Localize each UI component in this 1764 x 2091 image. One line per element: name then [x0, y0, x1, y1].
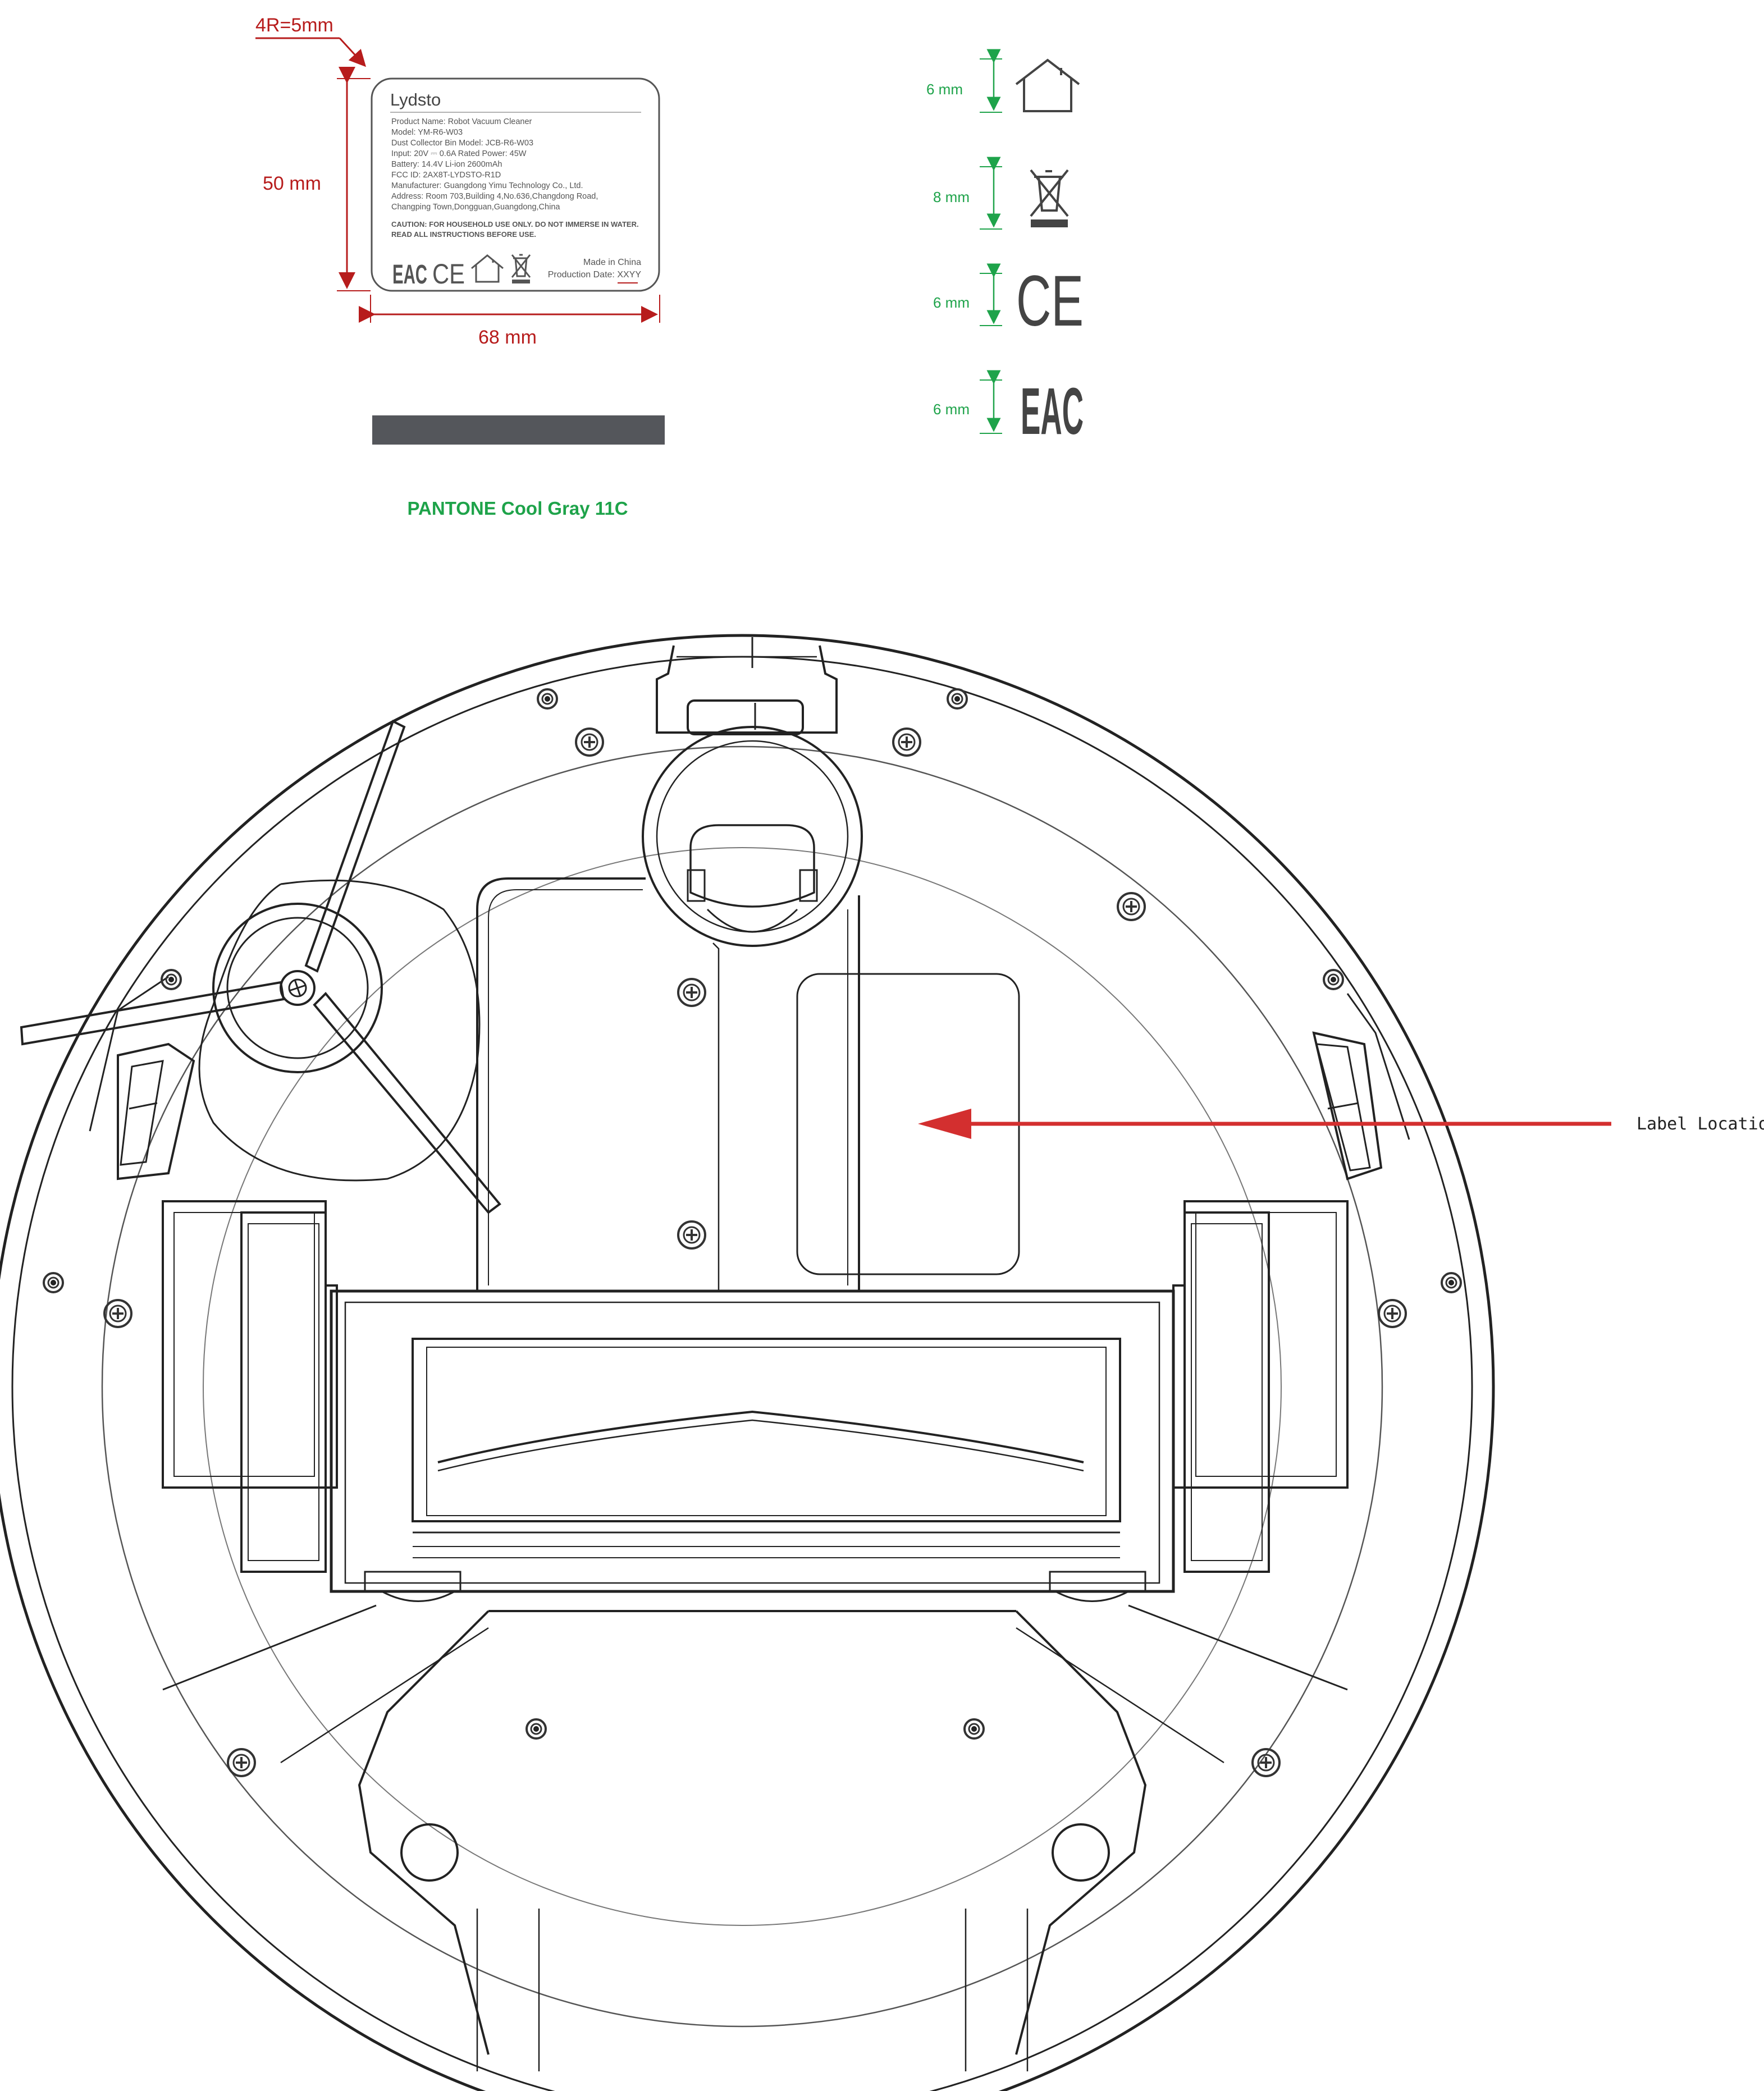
callout-text: Label Location: [1637, 1114, 1764, 1134]
left-drive-wheel: [240, 1211, 327, 1573]
right-drive-wheel: [1183, 1211, 1270, 1573]
eac-mark-icon: EAC: [1021, 374, 1084, 449]
label-made-in: Made in China: [583, 258, 641, 267]
label-line: Input: 20V ⎓ 0.6A Rated Power: 45W: [391, 149, 527, 158]
main-brush-housing: [330, 1289, 1175, 1593]
label-location-callout: Label Location: [918, 1109, 1764, 1139]
label-caution: READ ALL INSTRUCTIONS BEFORE USE.: [391, 230, 536, 239]
top-sensor: [687, 699, 804, 735]
robot-body-outline: [0, 634, 1495, 2091]
dust-bin: [358, 1610, 1147, 2055]
side-brush-hub: [212, 903, 383, 1073]
rating-label: [371, 77, 660, 292]
left-cliff-sensor: [120, 1060, 164, 1166]
corner-radius-text: 4R=5mm: [255, 15, 333, 36]
label-production-date: Production Date: XXYY: [548, 270, 642, 280]
house-icon: [1015, 58, 1080, 112]
label-house-icon: [471, 254, 504, 283]
pantone-swatch: [372, 415, 665, 445]
symbol-specs: 6 mm 8 mm 6 mm CE 6 mm EAC: [926, 49, 1084, 449]
side-brush-arm: [20, 981, 285, 1046]
corner-radius-arrow: [339, 37, 367, 67]
pantone-name: PANTONE Cool Gray 11C: [407, 498, 628, 519]
callout-arrowhead: [918, 1109, 971, 1139]
label-ce-mark: CE: [432, 258, 465, 290]
label-caution: CAUTION: FOR HOUSEHOLD USE ONLY. DO NOT …: [391, 220, 639, 228]
label-line: Changping Town,Dongguan,Guangdong,China: [391, 203, 560, 212]
label-line: Battery: 14.4V Li-ion 2600mAh: [391, 160, 502, 169]
symbol-size-label: 6 mm: [933, 401, 970, 418]
label-line: Address: Room 703,Building 4,No.636,Chan…: [391, 192, 598, 201]
battery-cover: [476, 877, 860, 1291]
label-eac-mark: EAC: [392, 260, 427, 290]
height-dim-text: 50 mm: [263, 173, 321, 194]
label-line: FCC ID: 2AX8T-LYDSTO-R1D: [391, 171, 501, 180]
label-line: Dust Collector Bin Model: JCB-R6-W03: [391, 139, 533, 148]
right-cliff-sensor: [1315, 1043, 1371, 1172]
label-line: Product Name: Robot Vacuum Cleaner: [391, 117, 532, 126]
caster-wheel-housing: [642, 726, 863, 947]
rear-wheel: [1052, 1823, 1110, 1882]
width-dim-text: 68 mm: [478, 327, 537, 348]
robot-vacuum-bottom-view: [0, 634, 1495, 2091]
label-line: Model: YM-R6-W03: [391, 128, 463, 137]
symbol-size-label: 6 mm: [933, 294, 970, 311]
label-weee-icon: [511, 254, 531, 283]
label-spec: 4R=5mm 50 mm 68 mm Lydsto Product Name: …: [255, 15, 665, 519]
label-line: Manufacturer: Guangdong Yimu Technology …: [391, 181, 583, 190]
label-brand: Lydsto: [390, 90, 441, 109]
side-brush-arm: [304, 720, 406, 973]
side-brush-arm: [313, 992, 501, 1214]
label-info-lines: Product Name: Robot Vacuum Cleaner Model…: [391, 117, 639, 239]
symbol-size-label: 6 mm: [926, 81, 963, 98]
weee-bin-icon: [1030, 169, 1069, 227]
rear-wheel: [400, 1823, 459, 1882]
caster-wheel: [689, 824, 815, 908]
symbol-size-label: 8 mm: [933, 189, 970, 205]
main-brush-opening: [412, 1338, 1121, 1522]
ce-mark-icon: CE: [1016, 261, 1084, 341]
